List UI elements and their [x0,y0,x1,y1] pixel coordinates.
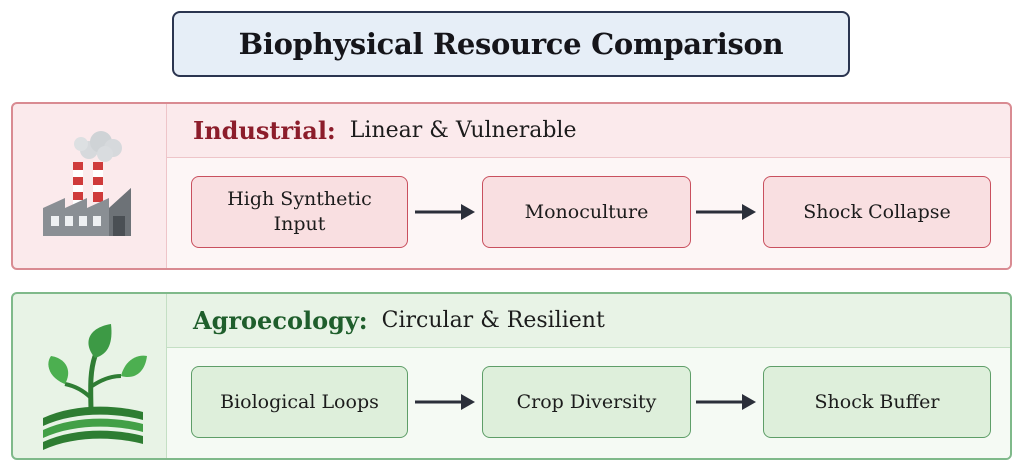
arrow-right-icon [694,390,760,414]
page-title: Biophysical Resource Comparison [238,27,784,61]
agroecology-header: Agroecology: Circular & Resilient [167,294,1010,348]
industrial-flow: High Synthetic Input Monoculture Shock C… [167,158,1010,268]
industrial-step-1: High Synthetic Input [191,176,408,248]
arrow-right-icon [413,200,479,224]
agroecology-step-3: Shock Buffer [763,366,991,438]
industrial-header-key: Industrial: [193,116,336,145]
agroecology-icon-area [13,294,167,458]
agroecology-flow: Biological Loops Crop Diversity Shock Bu… [167,348,1010,458]
factory-icon [43,131,131,236]
industrial-header: Industrial: Linear & Vulnerable [167,104,1010,158]
title-box: Biophysical Resource Comparison [172,11,850,77]
arrow-right-icon [694,200,760,224]
industrial-step-2: Monoculture [482,176,691,248]
arrow-right-icon [413,390,479,414]
industrial-header-subtitle: Linear & Vulnerable [349,118,577,143]
agroecology-header-subtitle: Circular & Resilient [381,308,605,333]
agroecology-step-1: Biological Loops [191,366,408,438]
agroecology-header-key: Agroecology: [193,306,368,335]
industrial-step-3: Shock Collapse [763,176,991,248]
industrial-panel: Industrial: Linear & Vulnerable High Syn… [11,102,1012,270]
industrial-icon-area [13,104,167,268]
agroecology-panel: Agroecology: Circular & Resilient Biolog… [11,292,1012,460]
seedling-icon [43,324,147,450]
agroecology-step-2: Crop Diversity [482,366,691,438]
